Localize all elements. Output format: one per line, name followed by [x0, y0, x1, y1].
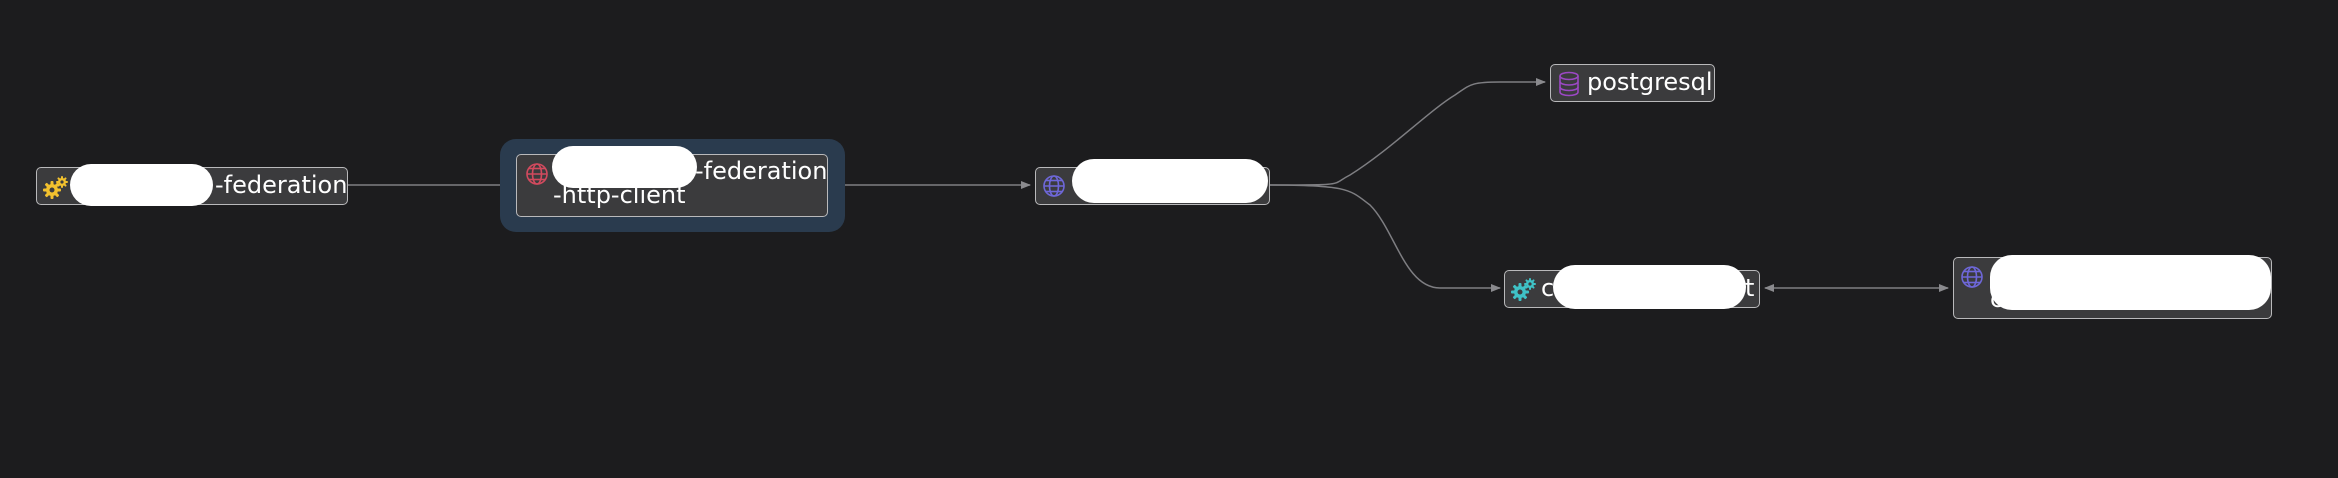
node-n4[interactable]: postgresql: [1550, 64, 1715, 102]
node-label-prefix: c: [1541, 274, 1555, 302]
node-label-line1: -federation: [695, 157, 828, 185]
redaction: [1990, 255, 2271, 310]
redaction: [552, 146, 697, 188]
edge-n3-n4[interactable]: [1269, 78, 1546, 186]
globe-icon: [1042, 174, 1066, 202]
node-label: postgresql: [1587, 68, 1713, 96]
gear-icon: [43, 175, 69, 203]
node-label: -federation: [215, 171, 348, 199]
edge-n3-n5[interactable]: [1269, 184, 1501, 292]
globe-icon: [1960, 265, 1984, 293]
gear-icon: [1511, 277, 1537, 305]
globe-icon: [525, 162, 549, 190]
redaction: [70, 164, 213, 206]
redaction: [1553, 265, 1746, 309]
database-icon: [1557, 71, 1581, 101]
node-label-suffix: t: [1745, 274, 1755, 302]
redaction: [1072, 159, 1268, 203]
